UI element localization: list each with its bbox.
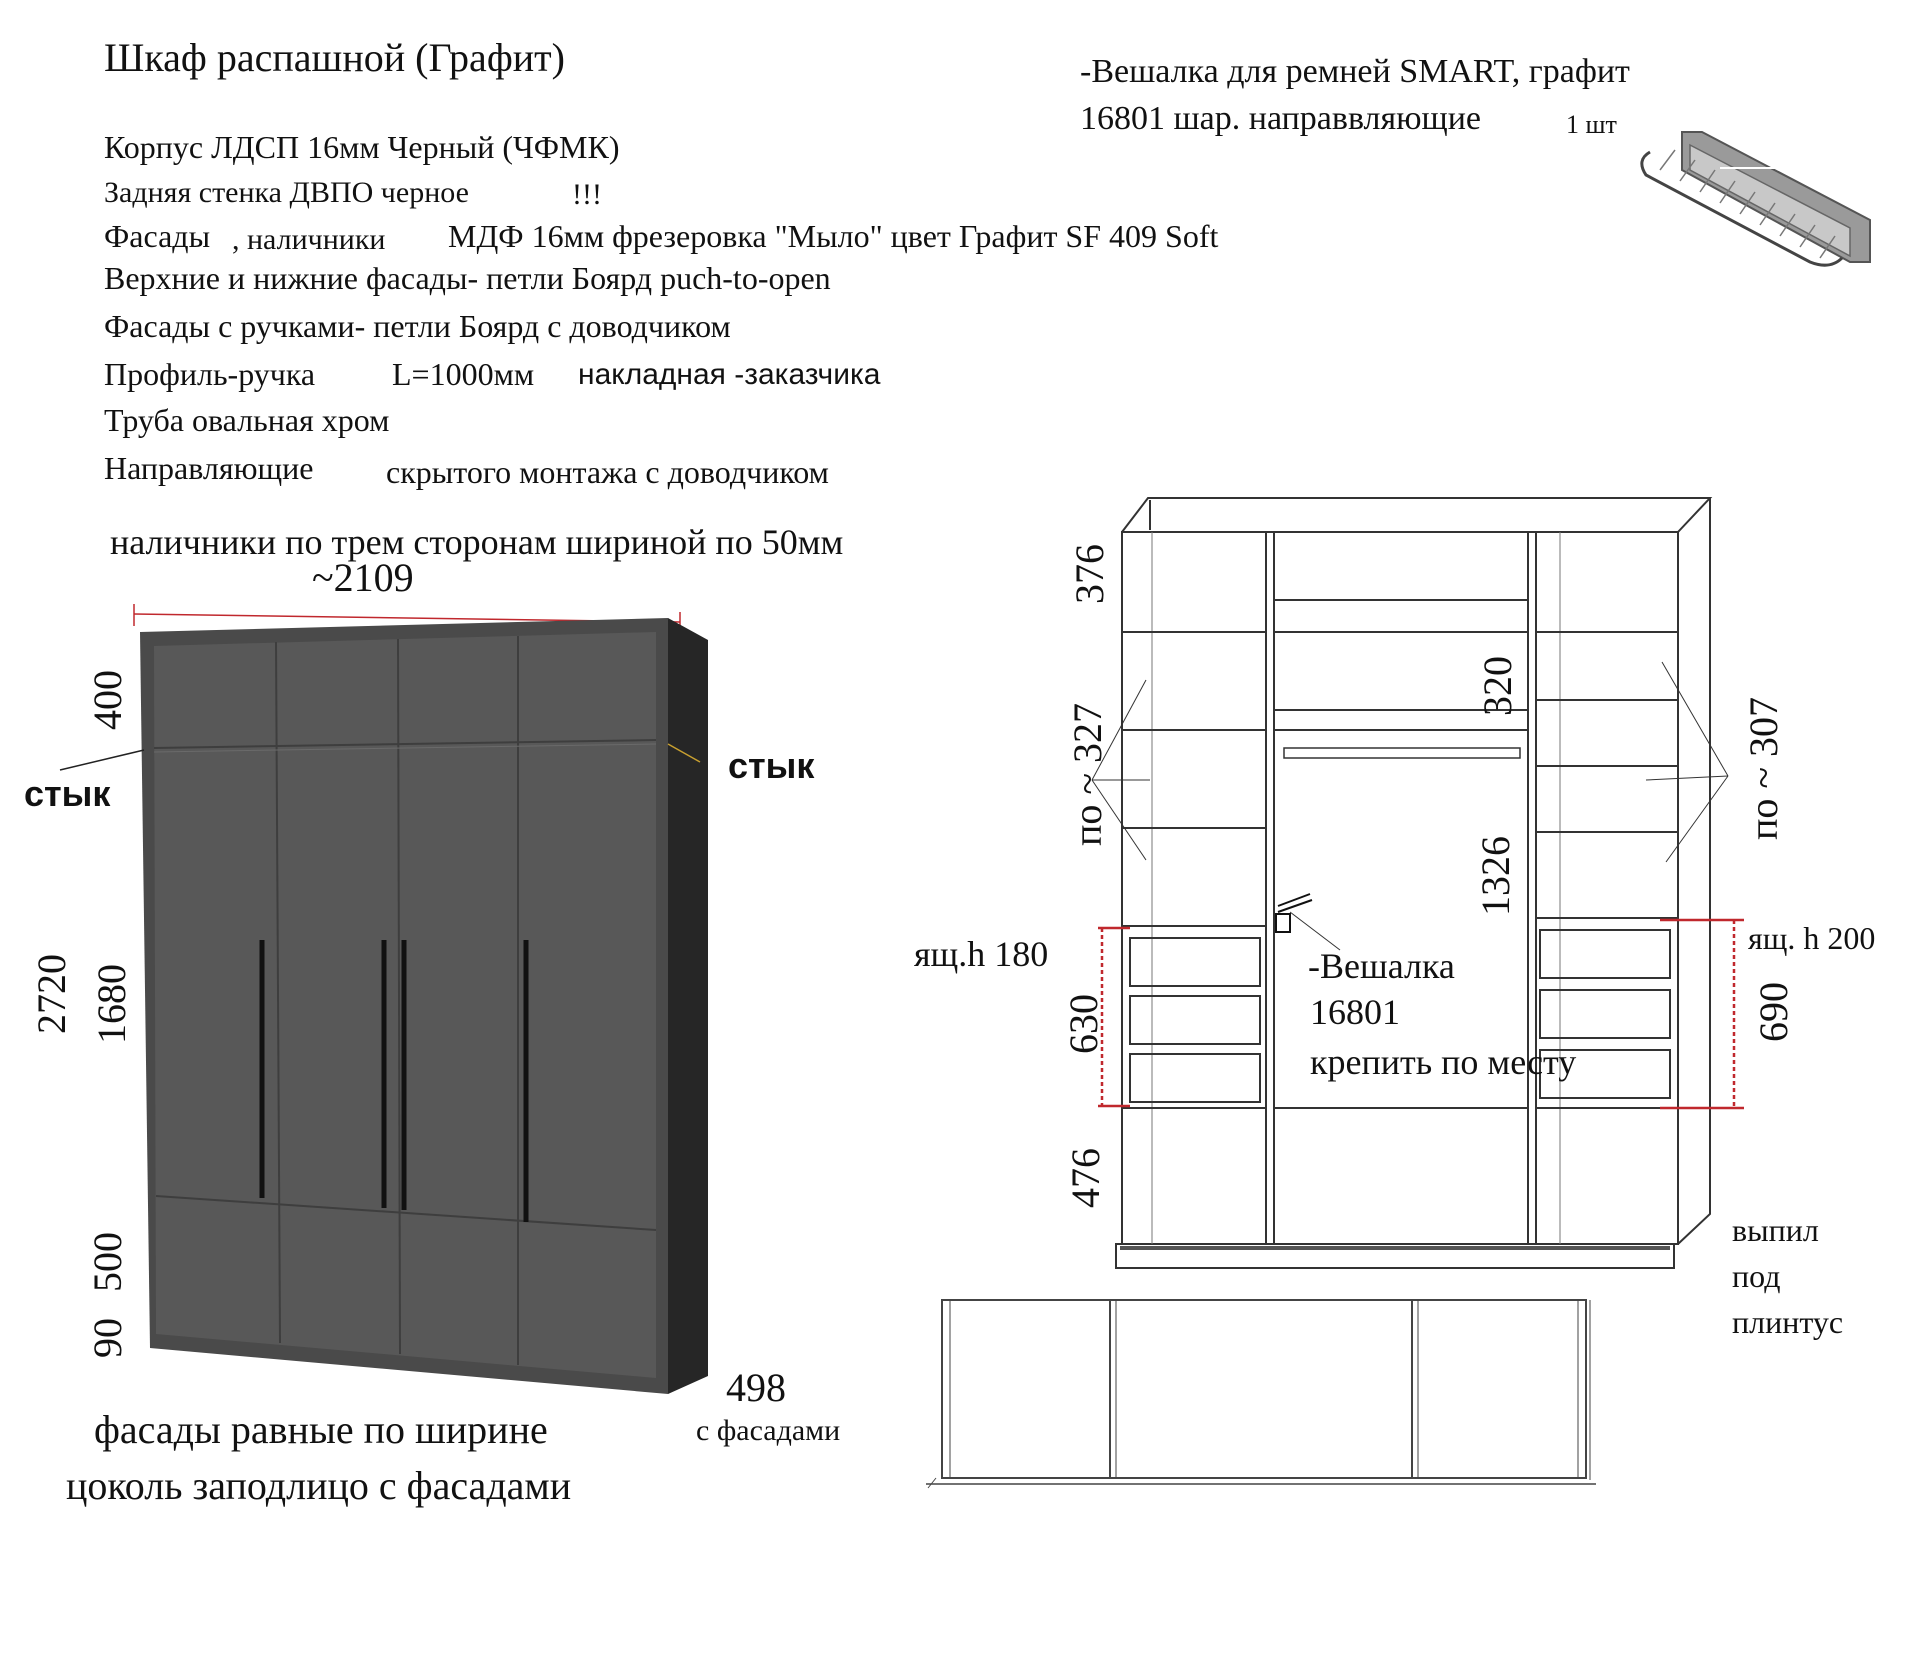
dim-630: 630 [1061, 994, 1106, 1054]
plinth-note-line2: под [1732, 1258, 1781, 1294]
depth-note: с фасадами [696, 1414, 841, 1447]
drawer-height-right: ящ. h 200 [1748, 920, 1876, 956]
joint-label-right: стык [728, 745, 815, 786]
belt-hanger-image [1640, 131, 1871, 267]
spec-hinges-handles: Фасады с ручками- петли Боярд с доводчик… [104, 308, 731, 344]
wardrobe-front-view [59, 604, 708, 1394]
spec-profile-handle: Профиль-ручка [104, 356, 316, 392]
joint-label-left: стык [24, 773, 111, 814]
spec-runners: Направляющие [104, 450, 314, 486]
plinth-note-line1: выпил [1732, 1212, 1819, 1248]
spec-runners-type: скрытого монтажа с доводчиком [386, 454, 829, 490]
spec-hinges-top: Верхние и нижние фасады- петли Боярд puc… [104, 260, 831, 296]
hanger-note-line2: 16801 [1310, 992, 1400, 1032]
accessory-line2: 16801 шар. направвляющие [1080, 100, 1482, 137]
drawer-height-left: ящ.h 180 [914, 934, 1049, 974]
spec-back-panel: Задняя стенка ДВПО черное [104, 176, 469, 209]
dim-400: 400 [85, 670, 130, 730]
spec-length: L=1000мм [392, 356, 535, 392]
dim-1326: 1326 [1473, 836, 1518, 916]
wardrobe-side-panel [668, 618, 708, 1394]
page-title: Шкаф распашной (Графит) [104, 35, 565, 80]
spec-casings: , наличники [232, 223, 386, 256]
hanger-note-line1: -Вешалка [1308, 946, 1455, 986]
dim-476: 476 [1063, 1148, 1108, 1208]
dim-2720: 2720 [29, 954, 74, 1034]
width-label: ~2109 [312, 555, 414, 600]
spec-facades: Фасады [104, 218, 211, 254]
dim-327: по ~ 327 [1065, 702, 1110, 846]
spec-body: Корпус ЛДСП 16мм Черный (ЧФМК) [104, 129, 620, 165]
dim-1680: 1680 [89, 964, 134, 1044]
dim-90: 90 [85, 1318, 130, 1358]
spec-exclamation: !!! [572, 178, 602, 211]
dim-307: по ~ 307 [1741, 696, 1786, 840]
accessory-qty: 1 шт [1566, 110, 1617, 139]
spec-mdf: МДФ 16мм фрезеровка "Мыло" цвет Графит S… [448, 218, 1219, 254]
dim-320: 320 [1475, 656, 1520, 716]
hanger-icon [1275, 893, 1313, 933]
note-facades-equal: фасады равные по ширине [94, 1407, 548, 1452]
plinth-note-line3: плинтус [1732, 1304, 1844, 1340]
spec-rail: Труба овальная хром [104, 402, 390, 438]
wardrobe-plan-view [926, 1299, 1596, 1489]
depth-label: 498 [726, 1365, 786, 1410]
spec-overlay: накладная -заказчика [578, 358, 881, 391]
drawer-dimension-lines [1098, 918, 1744, 1110]
accessory-line1: -Вешалка для ремней SMART, графит [1080, 53, 1630, 90]
dim-690: 690 [1751, 982, 1796, 1042]
dim-500: 500 [85, 1232, 130, 1292]
wardrobe-inside-view [1091, 497, 1729, 1269]
hanger-note-line3: крепить по месту [1310, 1042, 1577, 1082]
note-plinth-flush: цоколь заподлицо с фасадами [66, 1463, 572, 1508]
dim-376: 376 [1067, 544, 1112, 604]
casing-note: наличники по трем сторонам шириной по 50… [110, 522, 844, 562]
